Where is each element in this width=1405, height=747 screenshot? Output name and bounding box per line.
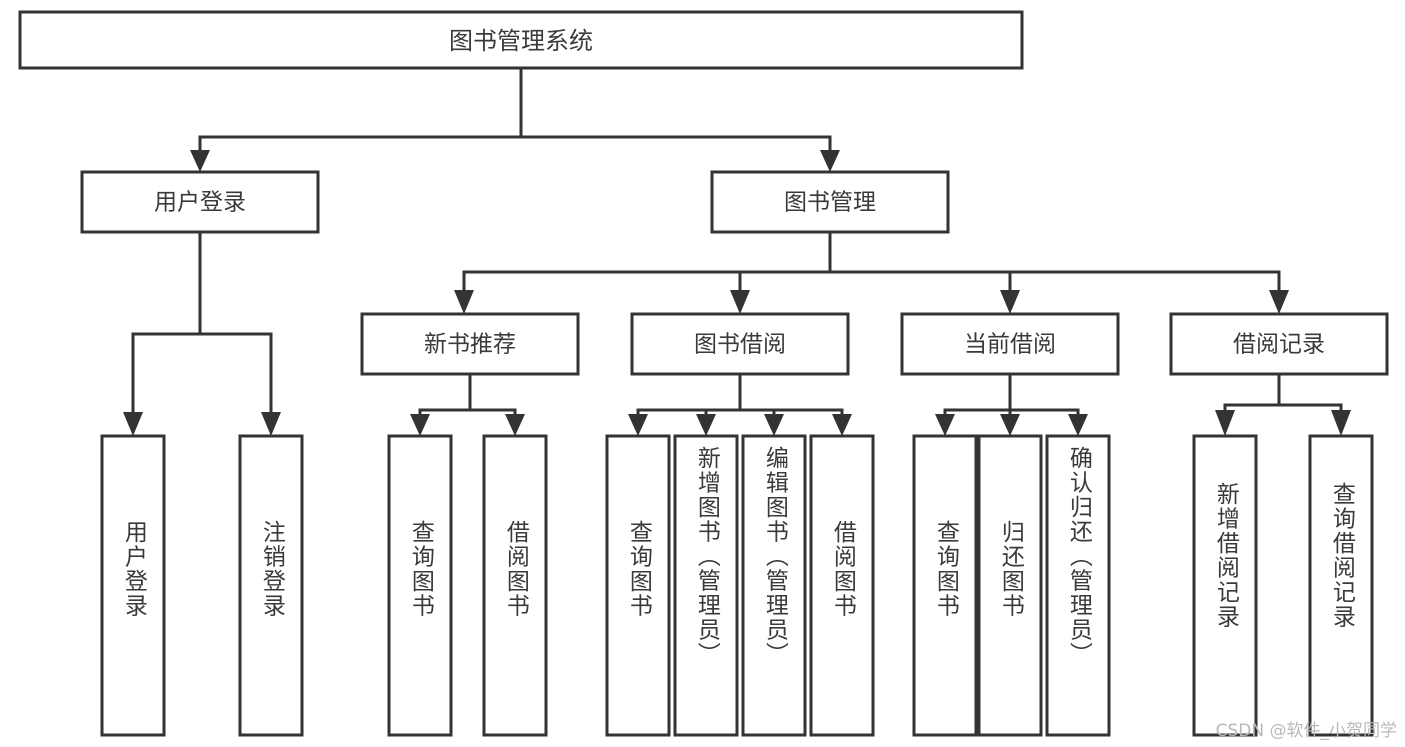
arrow-borrowrecord-leaf2 <box>1331 410 1351 436</box>
connector-layer <box>123 66 1351 436</box>
arrow-leaf-user-login <box>123 412 143 436</box>
label-borrow-record: 借阅记录 <box>1233 332 1325 358</box>
arrow-currentborrow-leaf1 <box>935 414 955 436</box>
label-new-book-recommend: 新书推荐 <box>424 332 516 358</box>
arrow-bookborrow-leaf2 <box>696 414 716 436</box>
node-layer <box>18 10 1389 737</box>
node-root[interactable] <box>18 10 1024 70</box>
leaf-query-borrow-record[interactable] <box>1308 434 1374 737</box>
arrow-bookborrow-leaf4 <box>832 414 852 436</box>
arrow-borrowrecord <box>1269 290 1289 314</box>
label-root: 图书管理系统 <box>449 27 593 55</box>
arrow-leaf-logout <box>261 412 281 436</box>
arrow-bookborrow-leaf3 <box>764 414 784 436</box>
arrow-currentborrow <box>1000 290 1020 314</box>
node-new-book-recommend[interactable] <box>360 312 580 376</box>
leaf-user-login[interactable] <box>100 434 166 737</box>
arrow-bookborrow <box>730 290 750 314</box>
label-current-borrow: 当前借阅 <box>964 332 1056 358</box>
arrow-newbook <box>454 290 474 314</box>
leaf-borrow-book-1[interactable] <box>482 434 548 737</box>
arrow-newbook-leaf1 <box>410 414 430 436</box>
label-book-borrow: 图书借阅 <box>694 332 786 358</box>
leaf-return-book[interactable] <box>977 434 1043 737</box>
arrow-newbook-leaf2 <box>505 414 525 436</box>
node-current-borrow[interactable] <box>900 312 1120 376</box>
label-layer: 图书管理系统 用户登录 图书管理 新书推荐 图书借阅 当前借阅 借阅记录 <box>154 27 1325 358</box>
arrow-to-book-manage <box>820 150 840 172</box>
label-book-manage: 图书管理 <box>784 190 876 216</box>
leaf-confirm-return-admin[interactable] <box>1045 434 1111 737</box>
arrow-currentborrow-leaf3 <box>1068 414 1088 436</box>
node-borrow-record[interactable] <box>1169 312 1389 376</box>
label-user-login: 用户登录 <box>154 190 246 216</box>
node-book-borrow[interactable] <box>630 312 850 376</box>
leaf-add-borrow-record[interactable] <box>1192 434 1258 737</box>
node-user-login[interactable] <box>80 170 320 234</box>
leaf-add-book-admin[interactable] <box>673 434 739 737</box>
leaf-logout[interactable] <box>238 434 304 737</box>
node-book-manage[interactable] <box>710 170 950 234</box>
leaf-edit-book-admin[interactable] <box>741 434 807 737</box>
arrow-bookborrow-leaf1 <box>628 414 648 436</box>
leaf-borrow-book-2[interactable] <box>809 434 875 737</box>
arrow-to-user-login <box>190 150 210 172</box>
leaf-query-book-2[interactable] <box>605 434 671 737</box>
leaf-query-book-1[interactable] <box>387 434 453 737</box>
arrow-currentborrow-leaf2 <box>1000 414 1020 436</box>
arrow-borrowrecord-leaf1 <box>1215 410 1235 436</box>
leaf-query-book-3[interactable] <box>912 434 978 737</box>
